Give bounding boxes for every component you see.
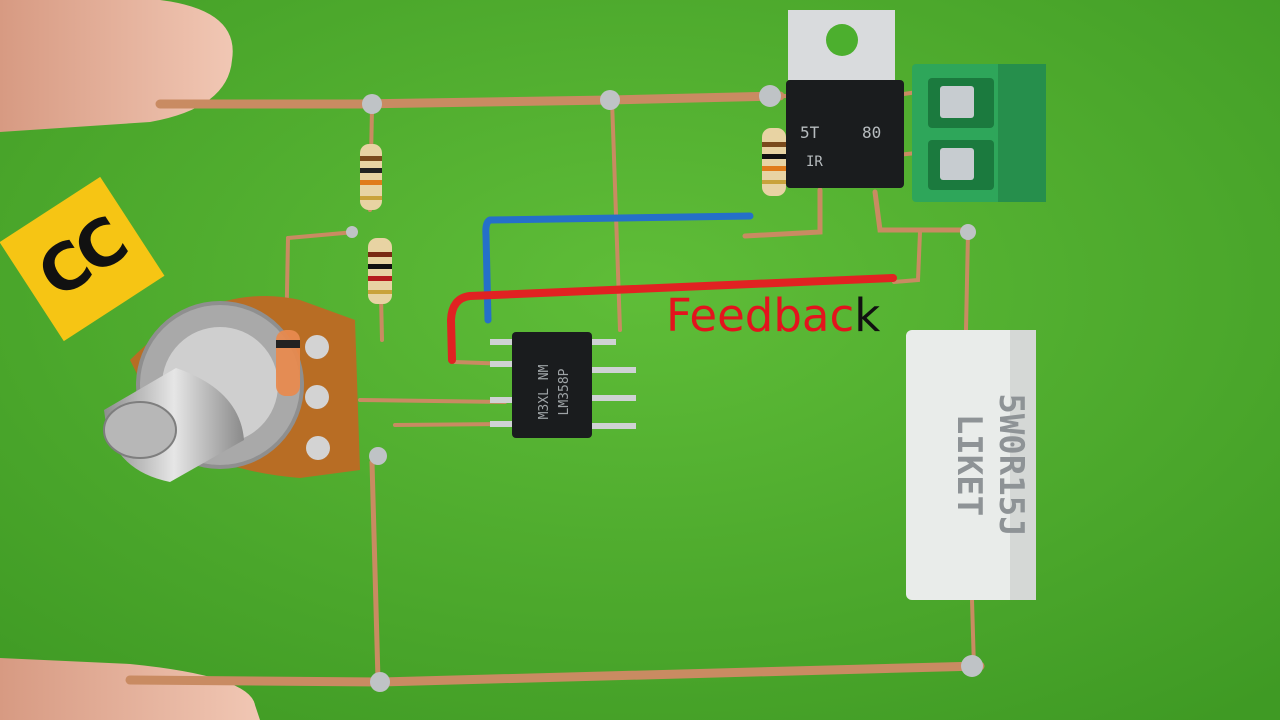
opamp-marking-2: LM358P: [557, 368, 572, 415]
small-resistor-2: [368, 238, 392, 304]
opamp-marking-1: M3XL NM: [537, 364, 552, 419]
feedback-label: Feedback: [666, 293, 880, 338]
small-resistor-1: [360, 144, 382, 210]
red-wire: [446, 274, 897, 364]
feedback-label-tail: k: [854, 289, 881, 342]
bottom-finger: [0, 658, 260, 720]
blue-wire: [482, 212, 754, 324]
top-finger: [0, 0, 233, 132]
power-resistor-marking-1: 5W0R15J: [991, 393, 1031, 536]
mosfet: 5T 80 IR: [786, 10, 904, 188]
solder-joints: [346, 85, 983, 692]
power-resistor-marking-2: LIKET: [949, 414, 989, 516]
feedback-label-main: Feedbac: [666, 289, 855, 342]
small-resistor-3: [762, 128, 786, 196]
opamp-chip: M3XL NM LM358P: [490, 332, 636, 438]
power-resistor: 5W0R15J LIKET: [906, 330, 1036, 600]
terminal-block: [912, 64, 1046, 202]
mosfet-marking-3: IR: [806, 154, 823, 170]
diode: [276, 330, 300, 396]
mosfet-marking-2: 80: [862, 123, 881, 142]
potentiometer: [103, 296, 360, 482]
mosfet-marking-1: 5T: [800, 123, 820, 142]
cc-badge-label: CC: [25, 204, 139, 314]
